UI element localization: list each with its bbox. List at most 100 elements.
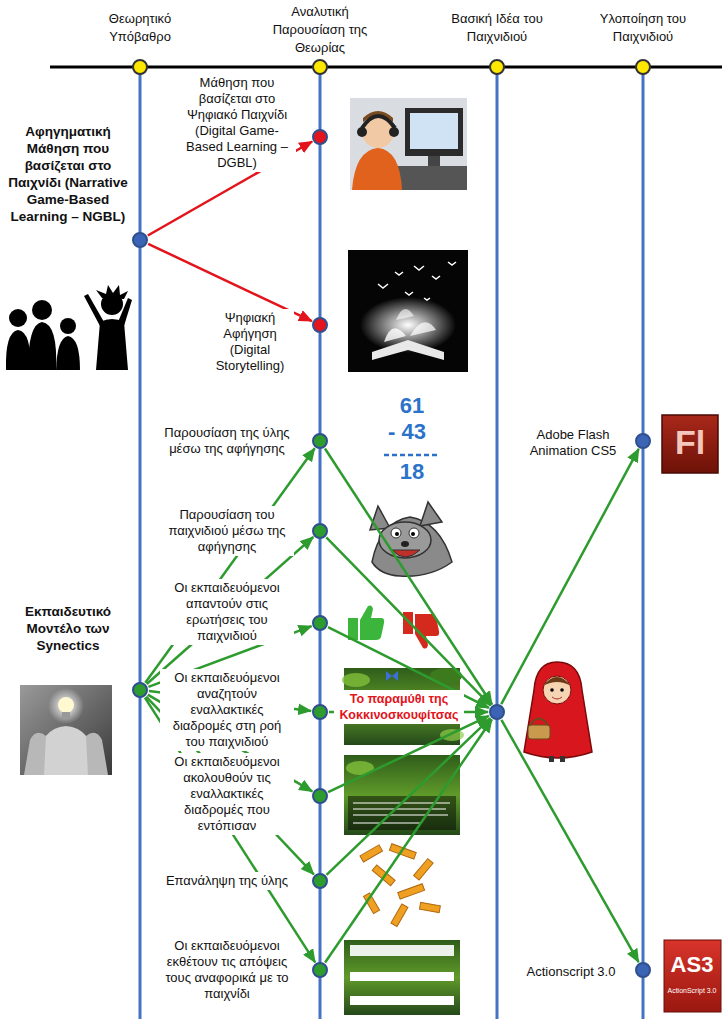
storytelling-silhouette [118,298,132,326]
red-riding-hood [560,756,565,762]
thinking-head-photo [20,685,112,775]
thinking-head-photo [20,685,112,775]
node-label: Οι εκπαιδευόμενοι απαντούν στις ερωτήσει… [160,579,294,645]
flash-logo [662,415,718,473]
scattered-pieces [360,844,440,927]
arrow-connector [328,716,489,792]
child-computer-photo [405,108,463,156]
digit-text: - 43 [388,419,426,444]
node-label: Οι εκπαιδευόμενοι αναζητούν εναλλακτικές… [160,669,294,751]
game-screenshot [350,972,454,981]
concept-dot: Παρουσίαση του παιχνιδιού μέσω της αφήγη… [312,523,328,539]
arrow-connector [326,537,490,705]
node-label: Επανάληψη της ύλης [160,872,294,890]
child-computer-photo [352,148,402,190]
thinking-head-photo [62,712,70,718]
concept-dot: Αφηγηματική Μάθηση που βασίζεται στο Παι… [132,232,148,248]
storybook-photo [384,328,406,342]
thumbs-icons [348,605,439,648]
game-screenshot [342,673,370,687]
thinking-head-photo [24,733,46,775]
yellow-marker [313,60,327,74]
child-computer-photo [410,113,458,149]
column-header: Βασική Ιδέα του Παιχνιδιού [445,10,549,46]
storytelling-silhouette [56,336,80,370]
game-screenshot [344,755,460,835]
yellow-marker [133,60,650,74]
game-screenshot [344,755,460,835]
storybook-photo [396,309,414,320]
arrow-connector [325,449,492,705]
node-label: Οι εκπαιδευόμενοι ακολουθούν τις εναλλακ… [160,753,294,835]
storybook-photo [348,250,468,372]
storytelling-silhouette [6,285,132,370]
concept-dot: Οι εκπαιδευόμενοι εκθέτουν τις απόψεις τ… [312,962,328,978]
arrow-connector [147,537,314,684]
concept-dot: Παρουσίαση της ύλης μέσω της αφήγησης [312,433,328,449]
column-axis [139,67,142,1019]
storybook-photo [378,262,456,300]
column-header: Υλοποίηση του Παιχνιδιού [588,10,698,46]
wolf-cartoon [411,532,415,536]
arrow-connector [501,720,638,962]
concept-dot: Ψηφιακή Αφήγηση (Digital Storytelling) [312,317,328,333]
wolf-cartoon [370,502,452,576]
child-computer-photo [350,98,467,190]
concept-dot: Το παραμύθι της Κοκκινοσκουφίτσας [489,704,505,720]
red-riding-hood [524,662,592,758]
thumbs-icons [403,612,439,649]
game-screenshot [344,940,460,1015]
storytelling-silhouette [9,309,27,327]
thinking-head-photo [48,688,84,724]
flash-logo [662,415,718,473]
yellow-marker [490,60,504,74]
red-riding-hood [543,676,571,704]
node-label: Παρουσίαση του παιχνιδιού μέσω της αφήγη… [160,506,294,556]
concept-dot: Actionscript 3.0 [635,962,651,978]
node-label: Το παραμύθι της Κοκκινοσκουφίτσας [334,690,464,724]
concept-dot: Επανάληψη της ύλης [312,873,328,889]
child-computer-photo [357,127,367,137]
digit-text: 61 [400,393,424,418]
concept-dot: Οι εκπαιδευόμενοι ακολουθούν τις εναλλακ… [312,788,328,804]
logo-text: ActionScript 3.0 [667,986,716,995]
scattered-pieces [398,884,425,899]
game-screenshot [350,945,454,956]
storybook-photo [372,340,444,360]
red-riding-hood [543,677,571,686]
arrow-connector [145,448,314,682]
scattered-pieces [414,859,434,880]
red-riding-hood [550,688,554,692]
arrow-connector [325,719,492,962]
red-riding-hood [530,719,548,726]
node-label: Αφηγηματική Μάθηση που βασίζεται στο Παι… [4,122,132,226]
red-riding-hood [549,756,554,762]
concept-dot: Εκπαιδευτικό Μοντέλο των Synectics [132,682,148,698]
storytelling-silhouette [96,319,128,370]
logo-text: AS3 [671,952,714,977]
child-computer-photo [362,116,395,128]
column-axis [496,67,499,1019]
wolf-cartoon [401,541,409,547]
storytelling-silhouette [6,330,30,370]
concept-dot: Adobe Flash Animation CS5 [635,433,651,449]
yellow-marker [133,60,147,74]
child-computer-photo [428,156,440,166]
thumbs-icons [348,605,384,640]
node-label: Μάθηση που βασίζεται στο Ψηφιακό Παιχνίδ… [178,74,296,172]
node-label: Παρουσίαση της ύλης μέσω της αφήγησης [160,424,294,458]
concept-dot: Μάθηση που βασίζεται στο Ψηφιακό Παιχνίδ… [312,129,328,145]
storytelling-silhouette [32,300,52,320]
storytelling-silhouette [28,322,56,370]
game-screenshot [386,671,398,681]
red-riding-hood [552,697,562,699]
thinking-head-photo [58,697,74,713]
node-label: Οι εκπαιδευόμενοι εκθέτουν τις απόψεις τ… [160,937,294,1003]
game-screenshot [353,823,420,824]
wolf-cartoon [409,528,419,538]
storybook-photo [410,322,436,336]
node-label: Actionscript 3.0 [515,963,627,981]
node-label: Ψηφιακή Αφήγηση (Digital Storytelling) [206,309,294,375]
actionscript-logo [664,940,721,1012]
game-screenshot [440,729,464,741]
